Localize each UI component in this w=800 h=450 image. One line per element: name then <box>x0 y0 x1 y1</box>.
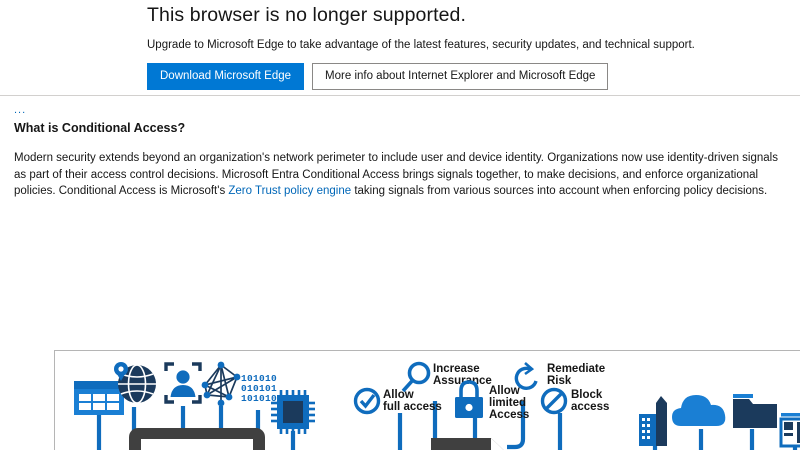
decision-label-allow-limited-line1: Allow <box>489 385 520 397</box>
office-building-icon <box>639 396 667 446</box>
breadcrumb-ellipsis[interactable]: ... <box>14 104 27 116</box>
stage-enforcement: Enforcement <box>639 394 800 450</box>
check-circle-icon <box>353 387 381 415</box>
banner-title: This browser is no longer supported. <box>147 4 467 26</box>
svg-text:101010: 101010 <box>241 373 277 384</box>
article-content: ... What is Conditional Access? Modern s… <box>0 96 800 450</box>
block-circle-icon <box>540 387 568 415</box>
decision-label-remediate-risk-line1: Remediate <box>547 363 605 375</box>
zero-trust-policy-engine-link[interactable]: Zero Trust policy engine <box>228 185 352 197</box>
banner-button-group: Download Microsoft Edge More info about … <box>147 63 800 90</box>
lock-icon <box>455 380 483 418</box>
calendar-grid-icon <box>74 381 124 415</box>
browser-deprecation-banner: This browser is no longer supported. Upg… <box>0 0 800 96</box>
decision-label-allow-full-access-line2: full access <box>383 401 442 413</box>
stage-decision: Allow full access Increase Assurance All… <box>353 361 609 450</box>
more-info-button[interactable]: More info about Internet Explorer and Mi… <box>312 63 609 90</box>
cpu-chip-icon <box>271 390 315 434</box>
stage-signal: 101010 010101 101010 <box>74 361 315 450</box>
conditional-access-flow-diagram: 101010 010101 101010 <box>54 350 800 450</box>
user-identity-frame-icon <box>164 362 202 404</box>
network-graph-icon <box>201 361 241 407</box>
decision-label-allow-full-access-line1: Allow <box>383 389 414 401</box>
decision-label-increase-assurance-line1: Increase <box>433 363 480 375</box>
body-paragraph: Modern security extends beyond an organi… <box>14 150 786 200</box>
globe-location-icon <box>114 362 156 404</box>
decision-label-block-access-line2: access <box>571 401 609 413</box>
app-window-icon <box>779 413 800 448</box>
decision-label-allow-limited-line3: Access <box>489 409 529 421</box>
download-edge-button[interactable]: Download Microsoft Edge <box>147 63 305 90</box>
refresh-arrow-icon <box>514 362 538 391</box>
policy-document-icon <box>431 438 504 450</box>
laptop-device-icon <box>129 428 265 450</box>
decision-label-allow-limited-line2: limited <box>489 397 526 409</box>
folder-icon <box>733 394 777 428</box>
page-title: What is Conditional Access? <box>14 121 186 135</box>
cloud-icon <box>672 395 726 426</box>
svg-text:010101: 010101 <box>241 383 277 394</box>
svg-text:101010: 101010 <box>241 393 277 404</box>
paragraph-text-part1: Modern security extends beyond an organi… <box>14 152 778 197</box>
paragraph-text-part2: taking signals from various sources into… <box>351 185 768 197</box>
decision-label-block-access-line1: Block <box>571 389 603 401</box>
binary-code-icon: 101010 010101 101010 <box>241 373 277 404</box>
magnifier-icon <box>401 361 431 393</box>
decision-label-remediate-risk-line2: Risk <box>547 375 572 387</box>
banner-subtitle: Upgrade to Microsoft Edge to take advant… <box>147 39 695 51</box>
